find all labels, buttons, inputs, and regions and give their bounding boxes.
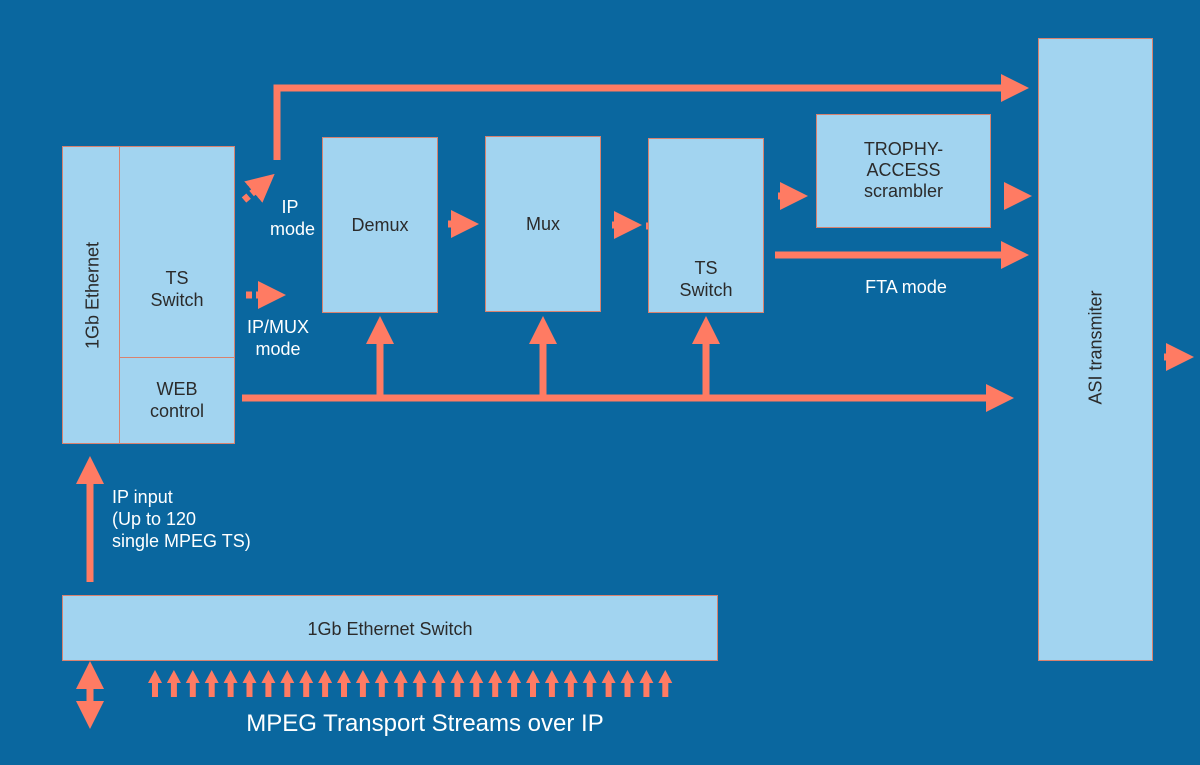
stream-arrow [658, 670, 673, 697]
ts-switch-left-block: TS Switch [119, 146, 235, 358]
stream-arrow [393, 670, 408, 697]
stream-arrow [242, 670, 257, 697]
streams-label: MPEG Transport Streams over IP [246, 710, 604, 737]
stream-arrow [639, 670, 654, 697]
ethernet-block: 1Gb Ethernet [62, 146, 120, 444]
demux-label: Demux [351, 215, 409, 235]
asi-transmitter-block: ASI transmiter [1038, 38, 1153, 661]
stream-arrow [582, 670, 597, 697]
stream-arrow [488, 670, 503, 697]
demux-block: Demux [322, 137, 438, 313]
stream-arrow [620, 670, 635, 697]
stream-arrow [204, 670, 219, 697]
stream-arrows [148, 670, 673, 697]
stream-arrow [563, 670, 578, 697]
stream-arrow [507, 670, 522, 697]
web-control-block: WEB control [119, 357, 235, 444]
ipmux-mode-label: IP/MUX mode [246, 317, 309, 359]
stream-arrow [374, 670, 389, 697]
stream-arrow [544, 670, 559, 697]
mux-block: Mux [485, 136, 601, 312]
mux-label: Mux [525, 214, 560, 234]
asi-label: ASI transmiter [1085, 290, 1106, 405]
ts-switch-right-block: TS Switch [648, 138, 764, 313]
stream-arrow [526, 670, 540, 697]
ip-mode-label: IP mode [270, 197, 316, 239]
scrambler-label: TROPHY- ACCESS scrambler [863, 139, 944, 201]
ethernet-label: 1Gb Ethernet [82, 241, 103, 350]
stream-arrow [337, 670, 351, 697]
stream-arrow [185, 670, 200, 697]
stream-arrow [355, 670, 370, 697]
stream-arrow [318, 670, 333, 697]
fta-mode-label: FTA mode [865, 277, 947, 297]
ethernet-switch-label: 1Gb Ethernet Switch [307, 619, 473, 639]
ethernet-switch-block: 1Gb Ethernet Switch [62, 595, 718, 661]
stream-arrow [261, 670, 276, 697]
stream-arrow [148, 670, 162, 697]
stream-arrow [412, 670, 427, 697]
ts-switch-right-label: TS Switch [679, 258, 733, 300]
web-control-label: WEB control [149, 379, 205, 421]
stream-arrow [450, 670, 465, 697]
stream-arrow [223, 670, 238, 697]
ip-mode-wire [273, 74, 1029, 160]
stream-arrow [166, 670, 181, 697]
scrambler-block: TROPHY- ACCESS scrambler [816, 114, 991, 228]
stream-arrow [469, 670, 484, 697]
stream-arrow [280, 670, 295, 697]
ts-switch-left-label: TS Switch [150, 268, 204, 310]
ip-input-label: IP input (Up to 120 single MPEG TS) [112, 487, 251, 551]
stream-arrow [299, 670, 314, 697]
stream-arrow [601, 670, 616, 697]
stream-arrow [431, 670, 446, 697]
ip-diag-wire [241, 173, 275, 203]
